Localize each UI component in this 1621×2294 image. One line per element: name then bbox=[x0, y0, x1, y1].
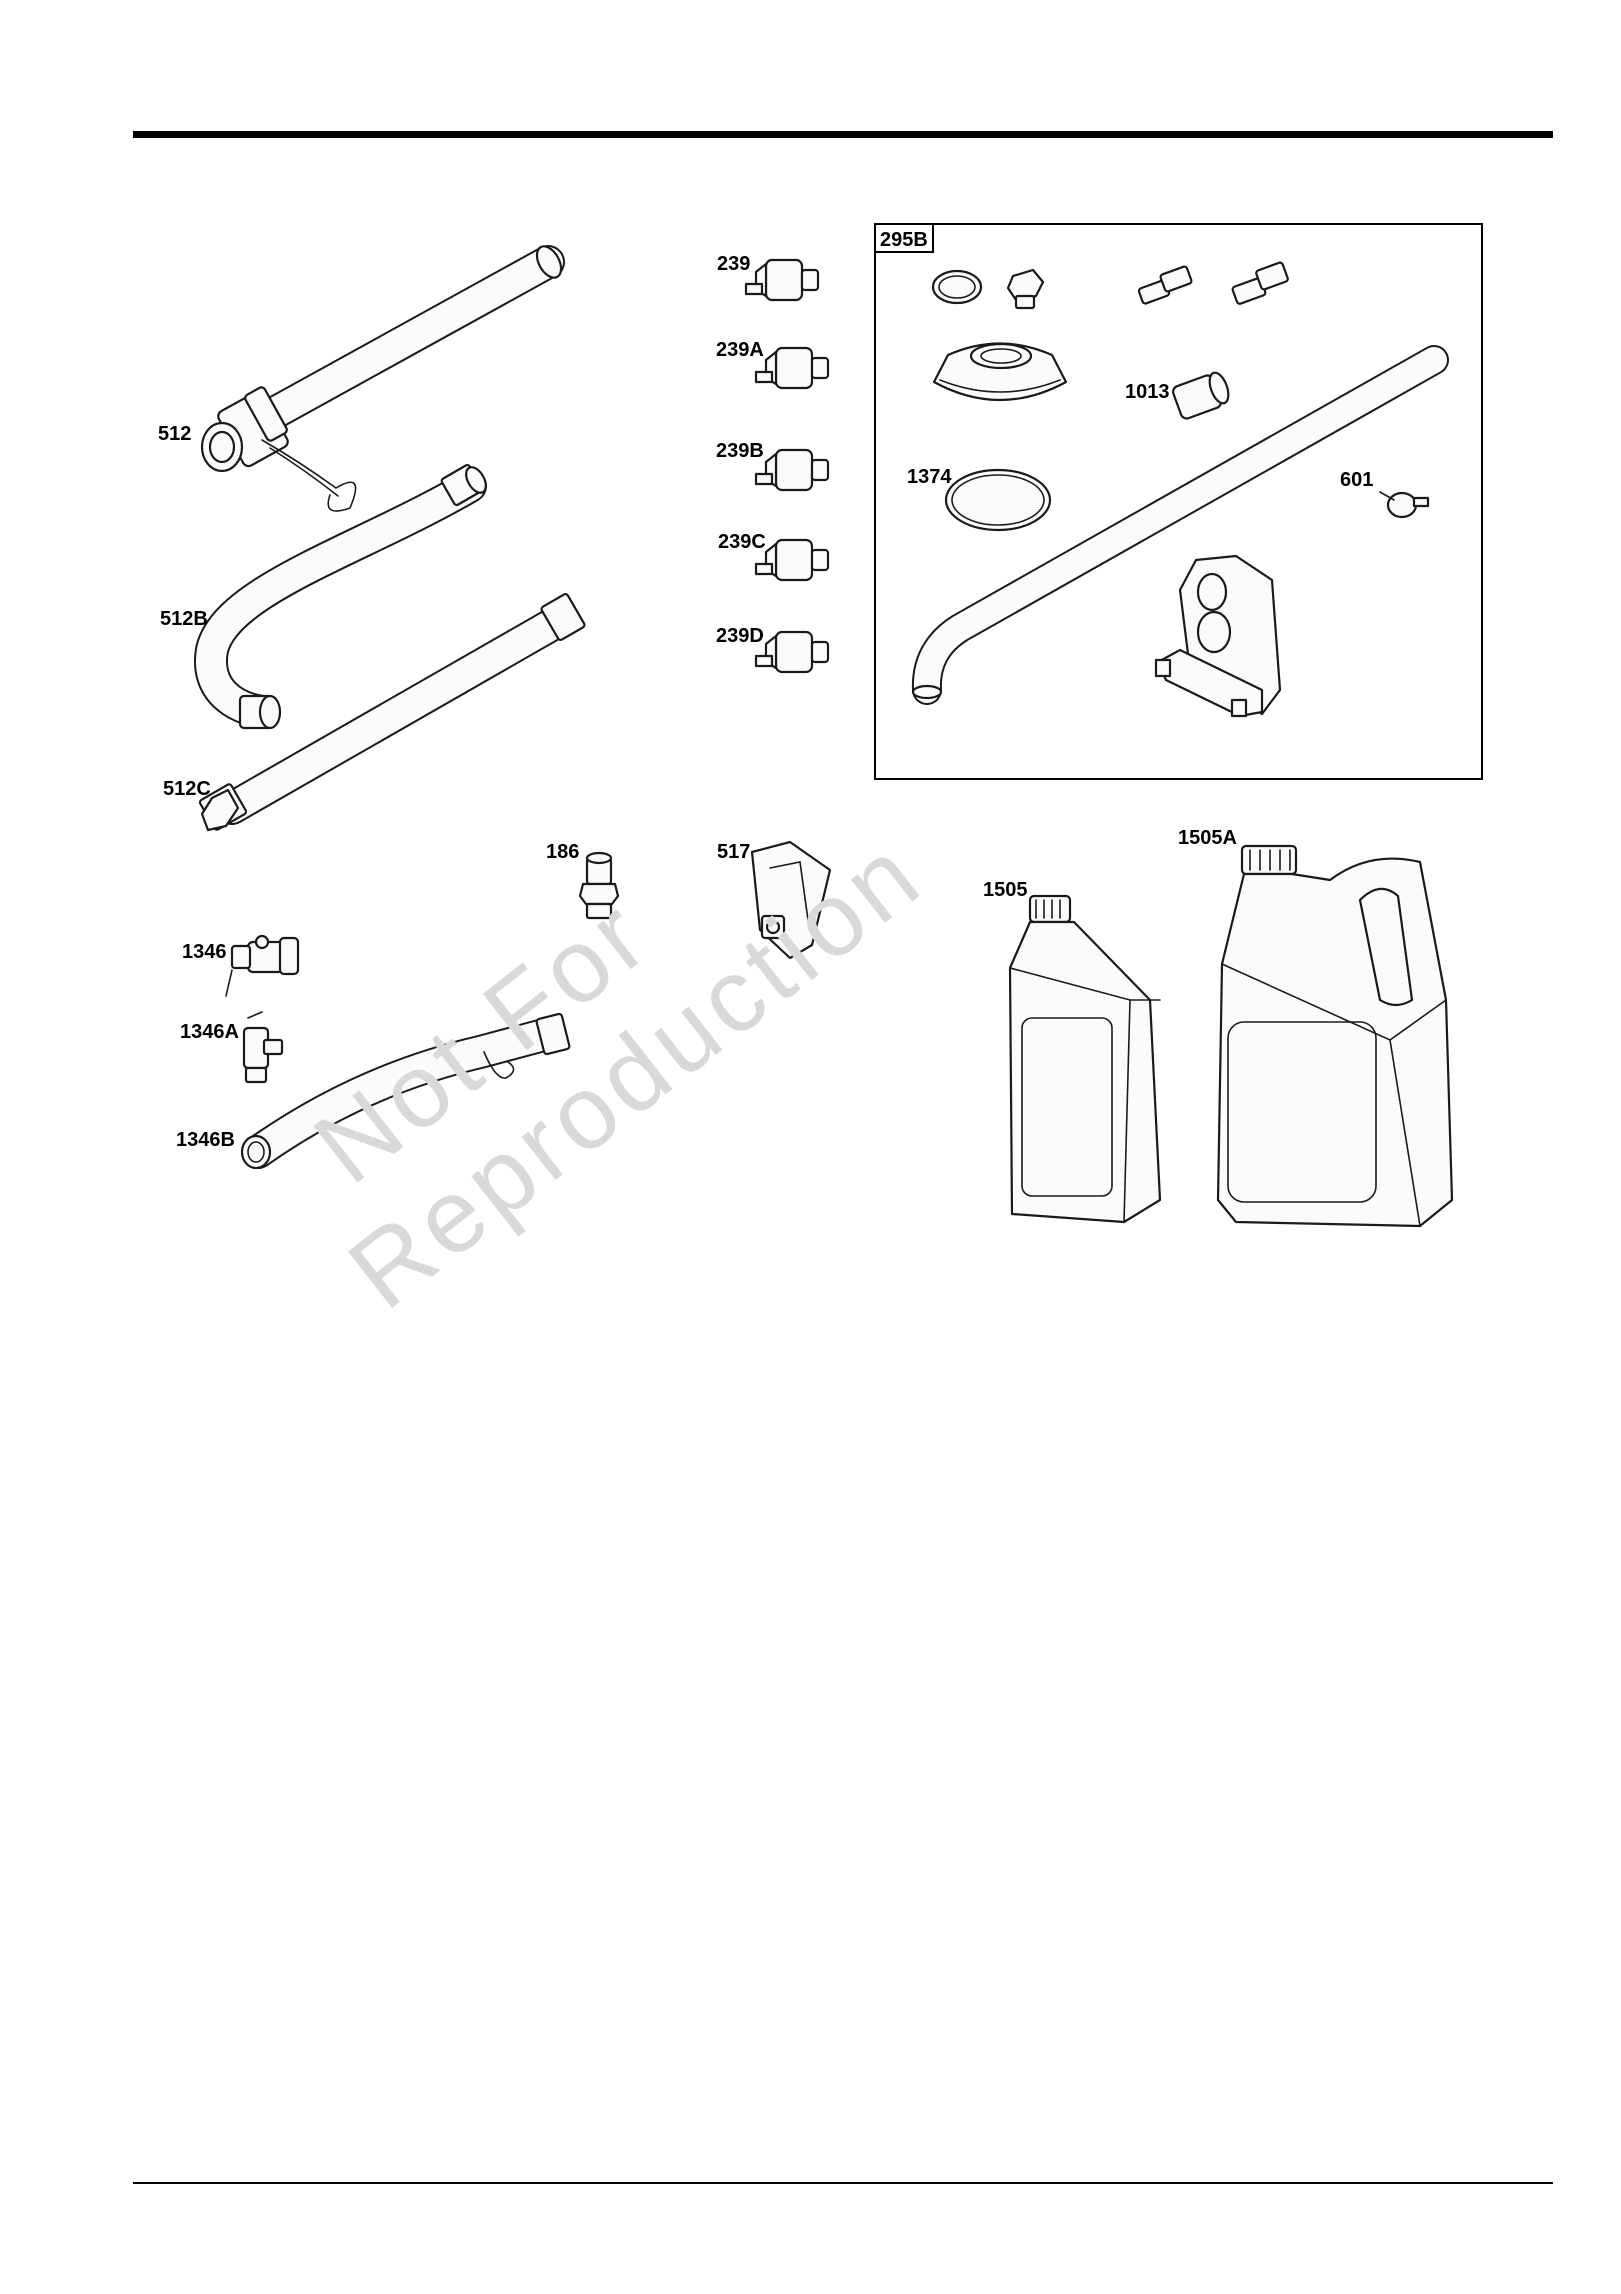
part-1346a-drain-valve bbox=[244, 1012, 282, 1082]
part-1346-drain-valve bbox=[226, 936, 298, 996]
label-512c: 512C bbox=[163, 778, 211, 800]
label-239d: 239D bbox=[716, 625, 764, 647]
label-1346: 1346 bbox=[182, 941, 227, 963]
label-1374: 1374 bbox=[907, 466, 952, 488]
part-239-pressure-switch bbox=[746, 260, 818, 300]
part-512-hose-with-cap bbox=[202, 242, 566, 511]
label-239c: 239C bbox=[718, 531, 766, 553]
label-517: 517 bbox=[717, 841, 750, 863]
label-295b: 295B bbox=[880, 229, 928, 251]
part-601-clamp bbox=[1388, 493, 1428, 517]
label-601: 601 bbox=[1340, 469, 1373, 491]
label-1346b: 1346B bbox=[176, 1129, 235, 1151]
part-1505-oil-bottle bbox=[1010, 896, 1160, 1222]
part-1505a-oil-jug bbox=[1218, 846, 1452, 1226]
part-239b-pressure-switch bbox=[756, 450, 828, 490]
header-rule bbox=[133, 131, 1553, 138]
part-1374-o-ring bbox=[946, 470, 1050, 530]
label-1013: 1013 bbox=[1125, 381, 1170, 403]
label-1346a: 1346A bbox=[180, 1021, 239, 1043]
kit-drain-plug bbox=[1008, 270, 1043, 308]
label-186: 186 bbox=[546, 841, 579, 863]
part-239c-pressure-switch bbox=[756, 540, 828, 580]
label-239a: 239A bbox=[716, 339, 764, 361]
watermark: Not For Reproduction bbox=[254, 720, 944, 1331]
part-239d-pressure-switch bbox=[756, 632, 828, 672]
label-1505: 1505 bbox=[983, 879, 1028, 901]
label-239: 239 bbox=[717, 253, 750, 275]
label-1505a: 1505A bbox=[1178, 827, 1237, 849]
footer-rule bbox=[133, 2182, 1553, 2184]
label-239b: 239B bbox=[716, 440, 764, 462]
kit-filter-bracket bbox=[1156, 556, 1280, 716]
kit-hose-fitting-1 bbox=[1138, 266, 1192, 305]
label-512: 512 bbox=[158, 423, 191, 445]
label-512b: 512B bbox=[160, 608, 208, 630]
kit-hose-fitting-2 bbox=[1232, 262, 1289, 305]
kit-filter-adapter bbox=[934, 344, 1066, 401]
part-239a-pressure-switch bbox=[756, 348, 828, 388]
part-1013-nipple bbox=[1171, 370, 1232, 420]
